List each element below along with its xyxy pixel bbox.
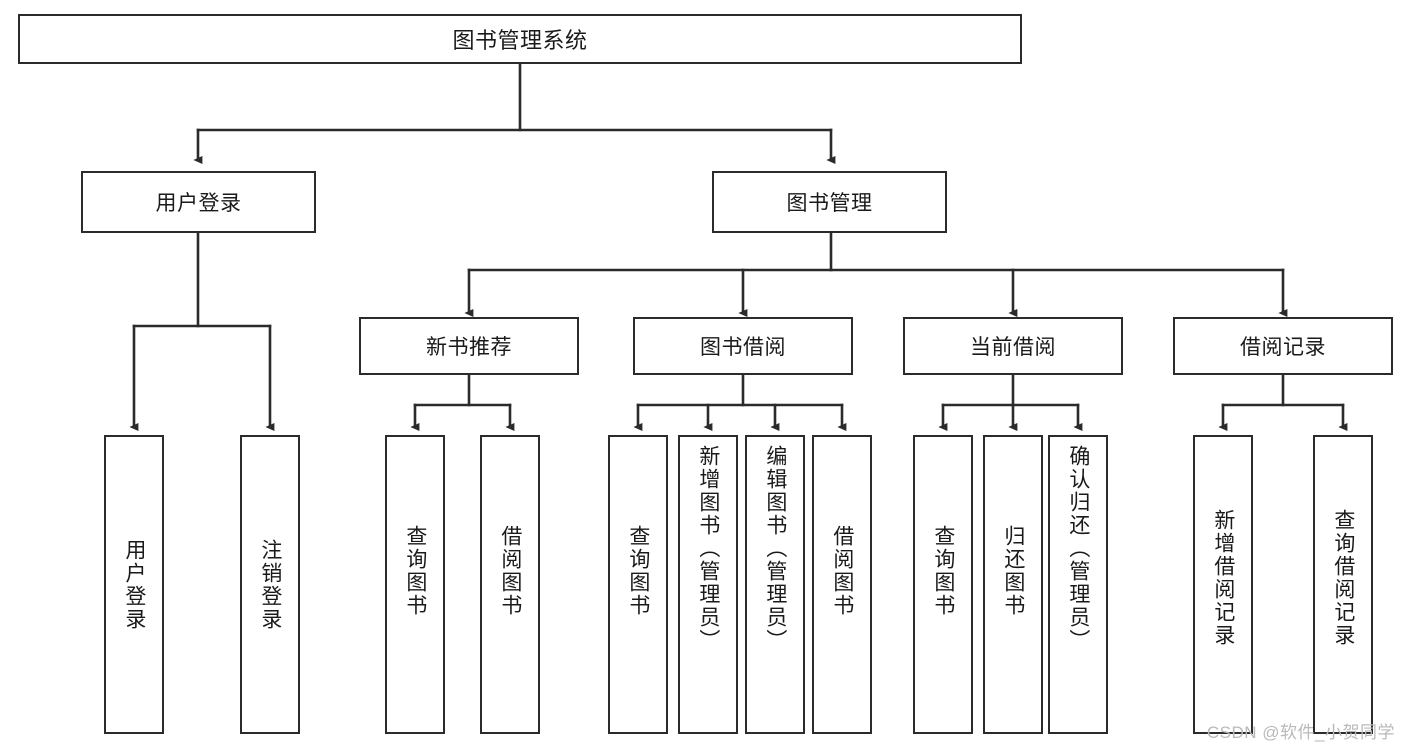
node-new-book-recommend[interactable]: 新书推荐 [359,317,579,375]
leaf-current-borrow-query-book[interactable]: 查询图书 [913,435,973,734]
leaf-new-book-borrow-book[interactable]: 借阅图书 [480,435,540,734]
node-label: 注销登录 [258,539,282,631]
leaf-book-borrow-query-book[interactable]: 查询图书 [608,435,668,734]
leaf-book-borrow-add-book-admin[interactable]: 新增图书（管理员） [678,435,738,734]
node-label: 查询借阅记录 [1331,509,1355,647]
leaf-current-borrow-return-book[interactable]: 归还图书 [983,435,1043,734]
node-label: 编辑图书（管理员） [763,445,787,652]
node-label: 新书推荐 [426,336,512,359]
node-book-borrow[interactable]: 图书借阅 [633,317,853,375]
node-label: 借阅图书 [498,525,522,617]
node-label: 图书管理 [786,192,873,215]
node-label: 用户登录 [122,539,146,631]
node-user-login[interactable]: 用户登录 [81,171,316,233]
node-label: 归还图书 [1001,525,1025,617]
node-label: 新增借阅记录 [1211,509,1235,647]
leaf-book-borrow-edit-book-admin[interactable]: 编辑图书（管理员） [745,435,805,734]
node-borrow-record[interactable]: 借阅记录 [1173,317,1393,375]
node-label: 借阅记录 [1240,336,1326,359]
watermark-text: CSDN @软件_小贺同学 [1206,723,1395,742]
node-label: 查询图书 [403,525,427,617]
node-root-book-management-system[interactable]: 图书管理系统 [18,14,1022,64]
leaf-borrow-record-query-record[interactable]: 查询借阅记录 [1313,435,1373,734]
node-label: 图书借阅 [700,336,786,359]
node-label: 确认归还（管理员） [1066,445,1090,652]
leaf-user-login-login[interactable]: 用户登录 [104,435,164,734]
leaf-current-borrow-confirm-return-admin[interactable]: 确认归还（管理员） [1048,435,1108,734]
leaf-book-borrow-borrow-book[interactable]: 借阅图书 [812,435,872,734]
node-label: 图书管理系统 [452,28,588,53]
leaf-borrow-record-add-record[interactable]: 新增借阅记录 [1193,435,1253,734]
node-label: 新增图书（管理员） [696,445,720,652]
node-label: 用户登录 [155,192,242,215]
node-label: 借阅图书 [830,525,854,617]
node-label: 查询图书 [931,525,955,617]
leaf-user-login-logout[interactable]: 注销登录 [240,435,300,734]
node-current-borrow[interactable]: 当前借阅 [903,317,1123,375]
node-book-management[interactable]: 图书管理 [712,171,947,233]
node-label: 查询图书 [626,525,650,617]
node-label: 当前借阅 [970,336,1056,359]
leaf-new-book-query-book[interactable]: 查询图书 [385,435,445,734]
